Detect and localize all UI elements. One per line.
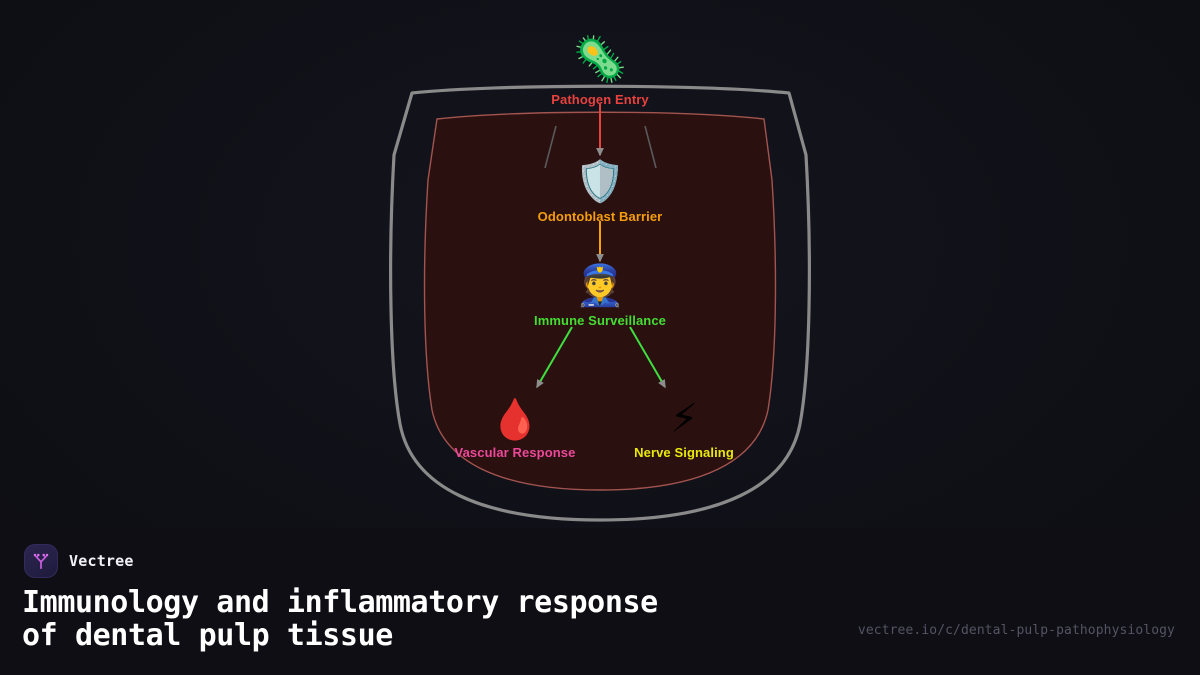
blood-drop-icon: 🩸	[490, 397, 540, 443]
lightning-bolt-icon: ⚡	[669, 396, 699, 442]
node-label-pathogen-entry: Pathogen Entry	[551, 92, 649, 107]
diagram-canvas	[389, 84, 811, 522]
vectree-tree-logo-icon	[24, 544, 58, 578]
node-label-odontoblast-barrier: Odontoblast Barrier	[537, 209, 663, 224]
tooth-outline	[389, 84, 811, 522]
shield-icon: 🛡️	[575, 159, 625, 205]
page-url: vectree.io/c/dental-pulp-pathophysiology	[857, 623, 1175, 638]
dentinal-tubule-line	[544, 125, 557, 169]
footer: Vectree Immunology and inflammatory resp…	[0, 528, 1200, 675]
brand[interactable]: Vectree	[24, 544, 134, 578]
pulp-chamber	[423, 111, 777, 491]
edge-immune-to-vascular	[536, 326, 573, 389]
dentinal-tubule-line	[644, 125, 657, 169]
edge-immune-to-nerve	[629, 326, 666, 389]
node-label-vascular-response: Vascular Response	[454, 445, 576, 460]
brand-name: Vectree	[69, 552, 134, 570]
node-label-nerve-signaling: Nerve Signaling	[634, 445, 734, 460]
page-title: Immunology and inflammatory response of …	[22, 585, 658, 653]
police-officer-icon: 👮	[575, 263, 625, 309]
node-label-immune-surveillance: Immune Surveillance	[534, 313, 666, 328]
microbe-icon: 🦠	[572, 34, 628, 85]
